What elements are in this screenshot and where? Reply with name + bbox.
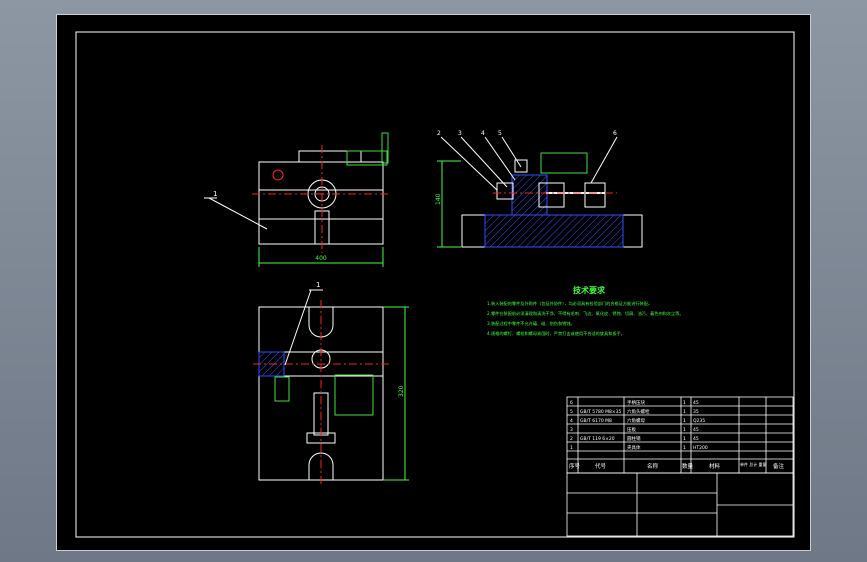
side-hidden-block: [540, 152, 588, 174]
side-leader-3: [460, 136, 508, 188]
bom-r2-qty: 1: [683, 418, 686, 424]
front-dim-text: 400: [315, 255, 327, 262]
title-block: [566, 396, 794, 537]
bom-r4-no: 2: [570, 436, 573, 442]
bom-r1-qty: 1: [683, 409, 686, 415]
top-view: 320 1: [253, 281, 409, 487]
side-handle-block: [584, 182, 606, 208]
side-view: 140 2 3 4 5 6: [435, 130, 643, 248]
bom-r1-name: 六角头螺栓: [627, 408, 650, 415]
bom-r1-code: GB/T 5780 M8×35: [580, 409, 622, 415]
front-leader: [208, 197, 268, 230]
bom-r5-name: 夹具体: [627, 444, 641, 451]
front-clamp-hidden: [346, 150, 388, 166]
side-balloon-3: 3: [458, 130, 462, 137]
bom-h-name: 名称: [647, 462, 659, 470]
side-leader-5: [501, 136, 522, 168]
top-hidden-left: [274, 376, 290, 402]
side-upright-hatched: [511, 174, 548, 216]
side-dim-text: 140: [435, 193, 442, 205]
drawing-frame: [75, 31, 795, 538]
bom-r0-no: 6: [570, 400, 573, 406]
side-balloon-4: 4: [481, 130, 485, 137]
tech-notes-title: 技术要求: [573, 285, 606, 295]
front-clamp-bar: [298, 150, 362, 163]
top-balloon: 1: [316, 281, 320, 289]
bom-r3-name: 压板: [627, 426, 636, 433]
tech-notes: 技术要求 1.装入装配的零件及外购件（包括外协件），均必须具有检验部门的合格证方…: [487, 285, 684, 337]
bom-r3-mat: 45: [693, 427, 699, 433]
bom-r2-mat: Q235: [693, 418, 705, 424]
tech-note-4: 4.规格的螺钉、螺栓和螺母紧固时，严禁打击或使用不合适的旋具和扳手。: [487, 330, 625, 337]
top-dim-text: 320: [398, 385, 405, 397]
side-press-block: [538, 182, 565, 208]
side-balloon-6: 6: [613, 130, 617, 137]
drawing-canvas: 400 1 140 2 3 4 5 6: [75, 31, 795, 538]
front-body-base: [258, 218, 384, 245]
bom-r0-mat: 45: [693, 400, 699, 406]
bom-r2-no: 4: [570, 418, 573, 424]
bom-r4-mat: 45: [693, 436, 699, 442]
side-nut: [496, 182, 514, 200]
bom-r2-code: GB/T 6170 M8: [580, 418, 612, 424]
bom-h-weight: 单件 总计 重量: [740, 461, 767, 467]
bom-r4-qty: 1: [683, 436, 686, 442]
front-view: 400 1: [204, 132, 389, 267]
cad-viewport[interactable]: 400 1 140 2 3 4 5 6: [56, 14, 811, 551]
top-lower-slot: [308, 452, 334, 480]
bom-r2-name: 六角螺母: [627, 417, 645, 424]
bom-h-note: 备注: [773, 462, 785, 470]
bom-h-mat: 材料: [709, 462, 721, 470]
bom-r1-no: 5: [570, 409, 573, 415]
side-balloons: 2 3 4 5 6: [437, 130, 618, 191]
bom-r5-qty: 1: [683, 445, 686, 451]
tech-note-3: 3.装配过程中零件不允许磕、碰、划伤和锈蚀。: [487, 320, 575, 327]
title-table: [566, 472, 794, 537]
front-pin-hole: [272, 169, 284, 181]
bom-r5-no: 1: [570, 445, 573, 451]
bom-r4-code: GB/T 119 6×20: [580, 436, 615, 442]
side-balloon-5: 5: [498, 130, 502, 137]
bom-r3-qty: 1: [683, 427, 686, 433]
bom-text: 6 手柄压块 1 45 5 GB/T 5780 M8×35 六角头螺栓 1 35…: [569, 399, 785, 470]
front-balloon: 1: [213, 190, 217, 198]
side-balloon-2: 2: [437, 130, 441, 137]
side-top-nut: [514, 159, 528, 173]
front-handle-hidden: [381, 132, 389, 164]
bom-h-code: 代号: [595, 462, 607, 470]
tech-note-2: 2.零件在装配前必须清理和清洗干净，不得有毛刺、飞边、氧化皮、锈蚀、切屑、油污、…: [487, 310, 684, 317]
side-leader-6: [590, 136, 618, 184]
side-leader-4: [484, 136, 516, 181]
bom-r1-mat: 35: [693, 409, 699, 415]
bom-h-no: 序号: [569, 462, 581, 470]
bom-r0-name: 手柄压块: [627, 399, 645, 406]
side-base-hatched: [484, 214, 624, 248]
bom-r5-mat: HT200: [693, 445, 708, 451]
bom-h-qty: 数量: [682, 462, 694, 470]
bom-r0-qty: 1: [683, 400, 686, 406]
tech-note-1: 1.装入装配的零件及外购件（包括外协件），均必须具有检验部门的合格证方能进行装配…: [487, 300, 652, 307]
bom-r4-name: 圆柱销: [627, 435, 641, 442]
bom-r3-no: 3: [570, 427, 573, 433]
top-hidden-right: [334, 374, 374, 416]
top-leader: [284, 289, 312, 366]
side-leader-2: [440, 136, 498, 191]
